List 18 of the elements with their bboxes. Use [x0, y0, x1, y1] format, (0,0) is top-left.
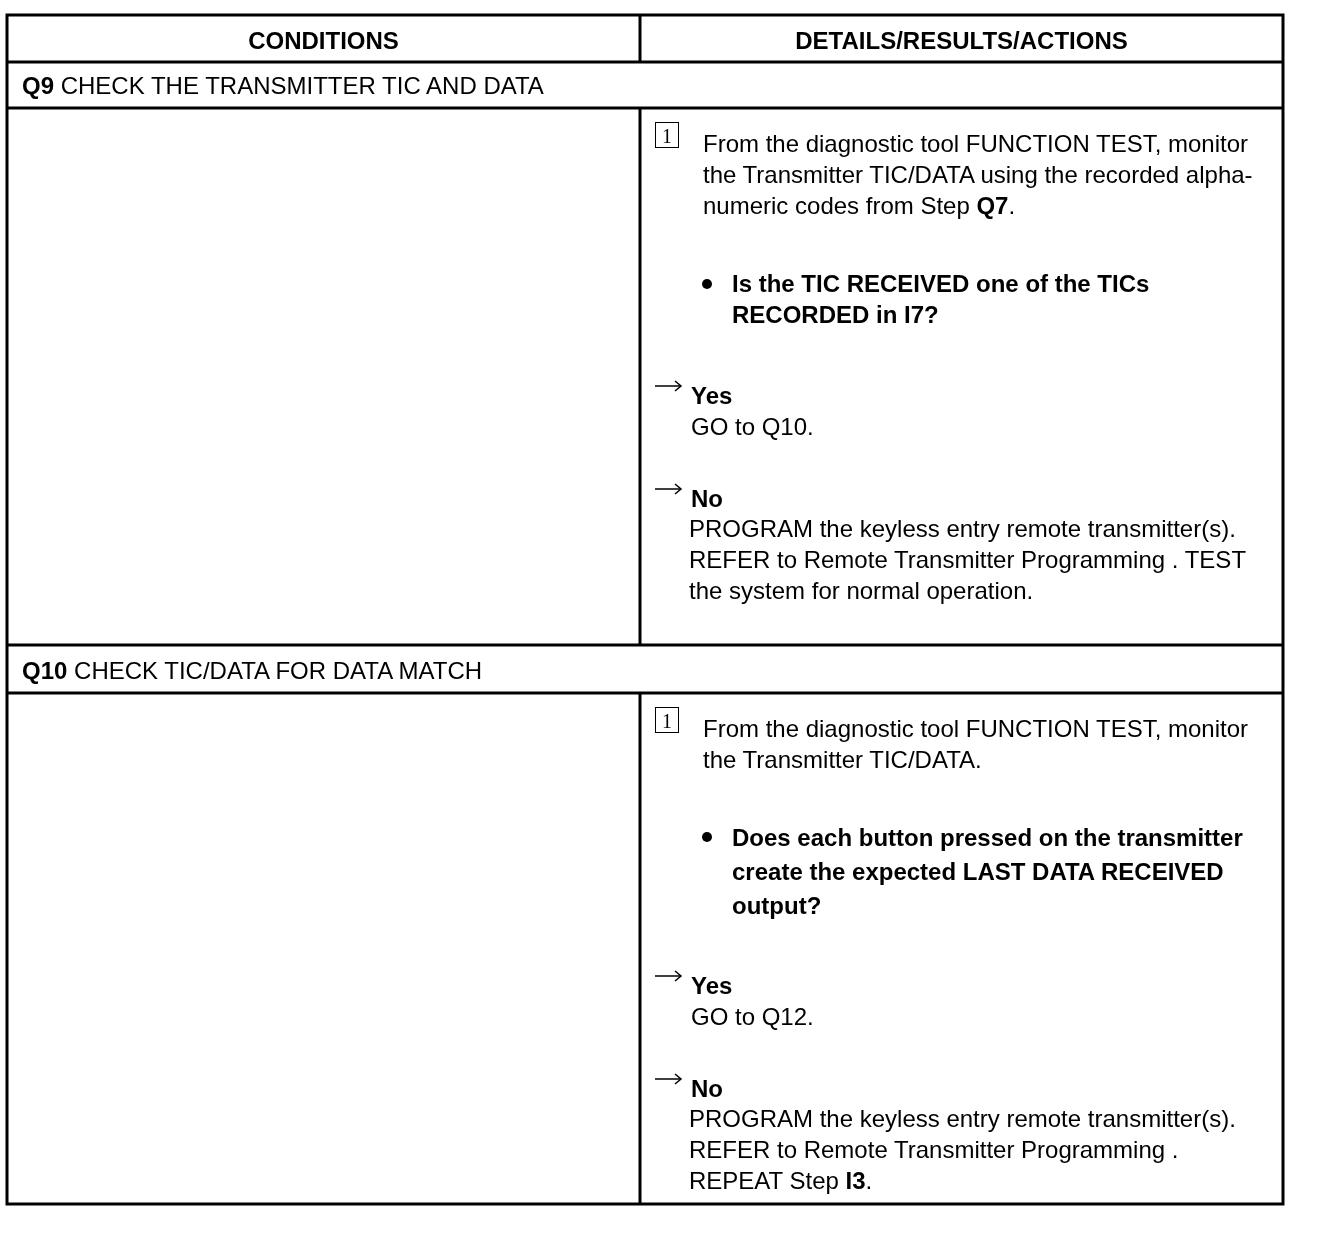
- instruction-text: GO to Q12.: [691, 1002, 815, 1032]
- answer-label: Yes: [691, 971, 733, 1001]
- step-number: 1: [655, 122, 679, 148]
- question-text: Does each button pressed on the transmitter create the expected LAST DATA RECEIVED output?: [732, 823, 1244, 921]
- column-header: DETAILS/RESULTS/ACTIONS: [794, 26, 1129, 56]
- instruction-text: From the diagnostic tool FUNCTION TEST, monitor the Transmitter TIC/DATA using the recorded alpha-numeric codes from Step Q7.: [703, 129, 1254, 221]
- answer-label: No: [691, 1074, 723, 1104]
- instruction-text: From the diagnostic tool FUNCTION TEST, monitor the Transmitter TIC/DATA.: [703, 714, 1250, 775]
- instruction-text: GO to Q10.: [691, 412, 815, 442]
- step-heading: Q9 CHECK THE TRANSMITTER TIC AND DATA: [22, 71, 545, 101]
- step-heading: Q10 CHECK TIC/DATA FOR DATA MATCH: [22, 656, 484, 686]
- answer-label: Yes: [691, 381, 733, 411]
- instruction-text: PROGRAM the keyless entry remote transmitter(s). REFER to Remote Transmitter Programming . REPEAT Step I3.: [689, 1104, 1237, 1196]
- answer-label: No: [691, 484, 723, 514]
- column-header: CONDITIONS: [247, 26, 400, 56]
- step-number: 1: [655, 707, 679, 733]
- question-text: Is the TIC RECEIVED one of the TICs RECORDED in I7?: [732, 269, 1151, 330]
- instruction-text: PROGRAM the keyless entry remote transmitter(s). REFER to Remote Transmitter Programming . TEST the system for normal operation.: [689, 514, 1247, 606]
